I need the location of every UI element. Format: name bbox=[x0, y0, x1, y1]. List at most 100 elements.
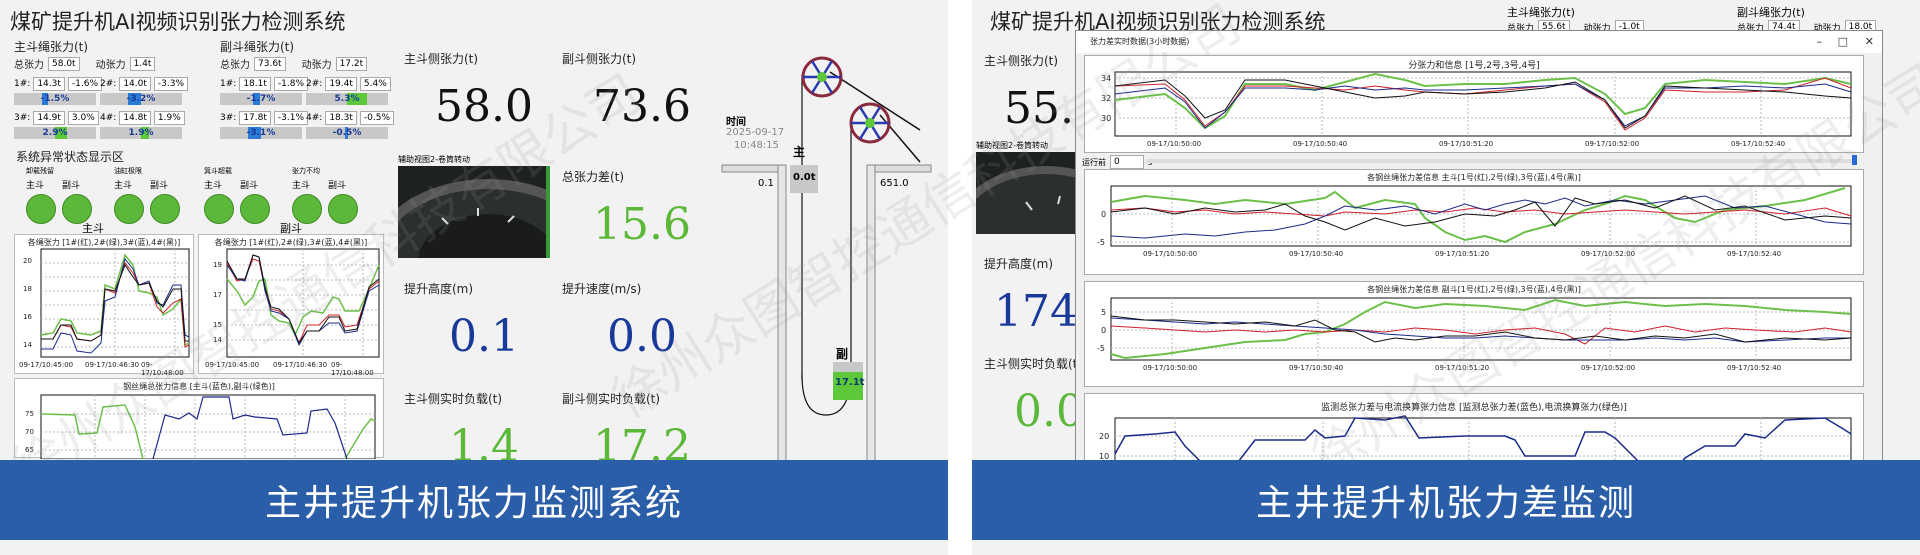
x-tick: 09-17/10:46:30 bbox=[85, 361, 140, 369]
rope-3-cell: 3#:17.8t-3.1% -3.1% bbox=[220, 105, 309, 139]
left-banner: 主井提升机张力监测系统 bbox=[0, 460, 948, 540]
rope-tension-field: 18.1t bbox=[239, 77, 271, 91]
lamp-label: 主斗 bbox=[292, 181, 311, 191]
rope-deviation-bar: -3.2% bbox=[100, 93, 182, 105]
x-tick: 09-17/10:50:40 bbox=[1293, 140, 1348, 148]
chart-title: 各钢丝绳张力差信息 主斗[1号(红),2号(绿),3号(蓝),4号(黑)] bbox=[1367, 173, 1581, 182]
chart-title: 各绳张力 [1#(红),2#(绿),3#(蓝),4#(黑)] bbox=[214, 238, 368, 247]
main-rope-title: 主斗绳张力(t) bbox=[1507, 6, 1575, 19]
rope-pct-field: -1.6% bbox=[67, 77, 103, 91]
chart-title: 钢丝绳总张力信息 [主斗(蓝色),副斗(绿色)] bbox=[123, 382, 275, 391]
sheave-wheel-main bbox=[801, 56, 843, 98]
status-lamp-main bbox=[114, 194, 144, 224]
status-lamp-main bbox=[204, 194, 234, 224]
x-tick: 09-17/10:51:20 bbox=[1435, 364, 1490, 372]
run-before-input[interactable]: 0 bbox=[1110, 155, 1144, 169]
status-group-cylinder-limit: 油缸极限 主斗副斗 bbox=[114, 166, 180, 224]
total-tension-label: 总张力 bbox=[1737, 23, 1765, 34]
kpi-label: 提升高度(m) bbox=[984, 257, 1054, 271]
rope-deviation-bar: 5.3% bbox=[306, 93, 388, 105]
rope-pct-field: -0.5% bbox=[359, 111, 395, 125]
kpi-label: 主斗侧张力(t) bbox=[404, 52, 479, 66]
lamp-label: 主斗 bbox=[204, 181, 223, 191]
rope-id: 4#: bbox=[306, 113, 323, 123]
close-button[interactable]: ✕ bbox=[1864, 35, 1874, 48]
rope-deviation-bar: -0.5% bbox=[306, 127, 388, 139]
kpi-hoist-speed: 提升速度(m/s) 0.0 bbox=[562, 280, 722, 362]
date-value: 2025-09-17 bbox=[726, 127, 785, 138]
aux-skip-position: 651.0 bbox=[880, 178, 909, 189]
chart-title: 各绳张力 [1#(红),2#(绿),3#(蓝),4#(黑)] bbox=[27, 238, 181, 247]
status-group-label: 箕斗超载 bbox=[204, 167, 232, 175]
rope-2-cell: 2#:14.0t-3.3% -3.2% bbox=[100, 71, 189, 105]
lamp-label: 副斗 bbox=[328, 181, 347, 191]
app-title: 煤矿提升机AI视频识别张力检测系统 bbox=[10, 10, 346, 34]
status-lamp-aux bbox=[150, 194, 180, 224]
rope-deviation-bar: 2.9% bbox=[14, 127, 96, 139]
aux-rope-title: 副斗绳张力(t) bbox=[1737, 6, 1805, 19]
rope-1-cell: 1#:18.1t-1.8% -1.7% bbox=[220, 71, 309, 105]
time-scrollbar[interactable] bbox=[1146, 159, 1856, 163]
sheave-wheel-aux bbox=[849, 102, 891, 144]
status-group-uneven-tension: 张力不均 主斗副斗 bbox=[292, 166, 358, 224]
x-tick: 09-17/10:52:40 bbox=[1727, 364, 1782, 372]
kpi-value: 15.6 bbox=[593, 199, 691, 250]
rope-id: 2#: bbox=[306, 79, 323, 89]
video-label: 辅助视图2-卷筒转动 bbox=[398, 155, 470, 164]
drum-video-feed[interactable] bbox=[398, 166, 550, 258]
x-tick: 09-17/10:48:00 bbox=[331, 361, 374, 377]
window-titlebar[interactable]: 张力差实时数据(3小时数据) – □ ✕ bbox=[1076, 31, 1882, 53]
rope-pct-field: 1.9% bbox=[153, 111, 185, 125]
rope-tension-field: 18.3t bbox=[325, 111, 357, 125]
rope-pct-field: 5.4% bbox=[359, 77, 391, 91]
main-rope-title: 主斗绳张力(t) bbox=[14, 40, 89, 54]
main-skip-position: 0.1 bbox=[758, 178, 774, 189]
lamp-label: 副斗 bbox=[62, 181, 81, 191]
kpi-main-tension: 主斗侧张力(t) 58.0 bbox=[404, 50, 564, 132]
kpi-label: 主斗侧实时负载(t) bbox=[984, 357, 1083, 371]
total-tension-field: 58.0t bbox=[48, 56, 80, 71]
total-tension-field: 73.6t bbox=[254, 56, 286, 71]
status-lamp-aux bbox=[62, 194, 92, 224]
rope-tension-field: 19.4t bbox=[325, 77, 357, 91]
tension-diff-realtime-window[interactable]: 张力差实时数据(3小时数据) – □ ✕ 分张力和信息 [1号,2号,3号,4号… bbox=[1075, 30, 1883, 510]
left-screenshot-panel: 煤矿提升机AI视频识别张力检测系统 主斗绳张力(t) 总张力 58.0t 动张力… bbox=[0, 0, 948, 555]
rope-pct-field: 3.0% bbox=[67, 111, 99, 125]
kpi-total-tension-diff: 总张力差(t) 15.6 bbox=[562, 168, 722, 250]
status-lamp-aux bbox=[240, 194, 270, 224]
rope-id: 2#: bbox=[100, 79, 117, 89]
kpi-label: 主斗侧张力(t) bbox=[984, 54, 1059, 68]
kpi-label: 提升高度(m) bbox=[404, 282, 474, 296]
x-tick: 09-17/10:50:00 bbox=[1147, 140, 1202, 148]
lamp-label: 主斗 bbox=[114, 181, 133, 191]
rope-4-cell: 4#:18.3t-0.5% -0.5% bbox=[306, 105, 395, 139]
kpi-value: 0.0 bbox=[607, 311, 677, 362]
chart-title: 监测总张力差与电流换算张力信息 [监测总张力差(蓝色),电流换算张力(绿色)] bbox=[1321, 403, 1627, 413]
status-area-title: 系统异常状态显示区 bbox=[16, 150, 125, 164]
rope-id: 3#: bbox=[14, 113, 31, 123]
video-label: 辅助视图2-卷筒转动 bbox=[976, 141, 1048, 150]
time-scrollbar-thumb[interactable] bbox=[1852, 155, 1857, 165]
x-tick: 09-17/10:52:40 bbox=[1727, 250, 1782, 258]
dynamic-tension-label: 动张力 bbox=[1583, 23, 1611, 34]
rope-deviation-bar: -1.5% bbox=[14, 93, 96, 105]
x-tick: 09-17/10:52:00 bbox=[1581, 250, 1636, 258]
status-lamp-aux bbox=[328, 194, 358, 224]
main-rope-tension-group: 主斗绳张力(t) 总张力 58.0t 动张力 1.4t 1#:14.3t-1.6… bbox=[14, 38, 189, 139]
run-before-control: 运行前 0 s bbox=[1082, 155, 1152, 169]
rope-tension-field: 14.3t bbox=[33, 77, 65, 91]
status-group-skip-overload: 箕斗超载 主斗副斗 bbox=[204, 166, 270, 224]
drum-video-feed[interactable] bbox=[976, 152, 1076, 234]
main-tension-diff-chart: 各钢丝绳张力差信息 主斗[1号(红),2号(绿),3号(蓝),4号(黑)] 0-… bbox=[1084, 169, 1864, 275]
maximize-button[interactable]: □ bbox=[1837, 35, 1848, 48]
aux-rope-title: 副斗绳张力(t) bbox=[220, 40, 295, 54]
dynamic-tension-label: 动张力 bbox=[301, 60, 332, 71]
kpi-label: 提升速度(m/s) bbox=[562, 282, 642, 296]
minimize-button[interactable]: – bbox=[1816, 35, 1823, 48]
kpi-value: 58.0 bbox=[435, 81, 533, 132]
kpi-label: 总张力差(t) bbox=[562, 170, 625, 184]
